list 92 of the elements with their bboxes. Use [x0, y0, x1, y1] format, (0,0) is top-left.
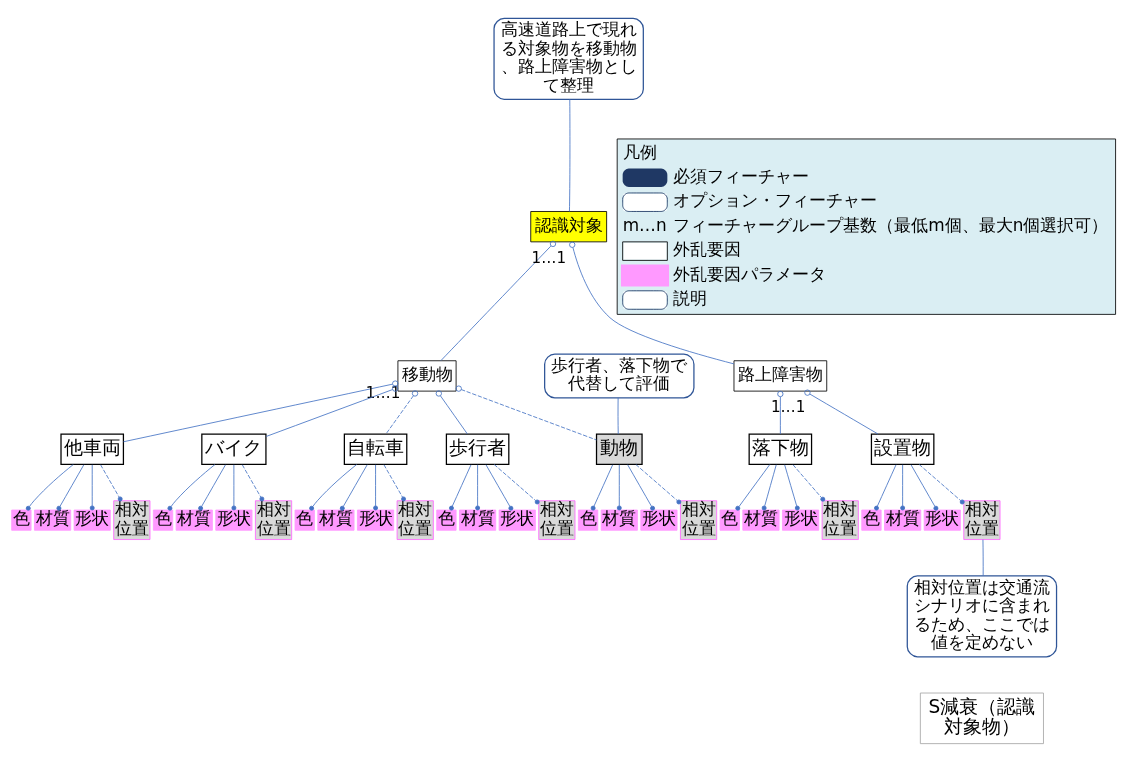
node-box: 材質: [884, 509, 922, 531]
node-box: 相対位置: [821, 499, 859, 540]
node-box: 形状: [73, 509, 111, 531]
node-box: 色: [152, 509, 174, 531]
legend-label: 説明: [673, 287, 708, 308]
node-box: 相対位置は交通流シナリオに含まれるため、ここでは値を定めない: [906, 574, 1058, 657]
node-box: 相対位置: [113, 499, 151, 540]
connector: [982, 538, 984, 576]
node-box: 形状: [357, 509, 395, 531]
label: m…n: [622, 214, 667, 235]
connector: [265, 385, 399, 437]
node-box: 材質: [175, 509, 213, 531]
connector: [56, 463, 85, 511]
node-box: 色: [11, 509, 32, 531]
node-box: 相対位置: [254, 499, 293, 540]
node-box: 色: [577, 509, 599, 531]
node-box: 形状: [498, 509, 536, 531]
connector: [627, 463, 655, 511]
connector: [900, 463, 906, 510]
connector: [784, 463, 800, 510]
connector: [167, 463, 216, 511]
node-box: 形状: [640, 509, 678, 531]
connector: [617, 396, 619, 434]
connector: [89, 463, 95, 510]
node-box: 相対位置: [680, 499, 718, 540]
node-box: バイク: [201, 433, 267, 465]
connector: [616, 463, 622, 510]
edge-label: 1…1: [531, 248, 567, 267]
connector: [440, 240, 557, 361]
node-box: 落下物: [748, 433, 813, 465]
connector: [241, 463, 265, 501]
connector: [455, 385, 597, 440]
connector: [100, 463, 123, 501]
connector: [475, 463, 481, 510]
node-box: 相対位置: [538, 499, 576, 540]
node-box: 動物: [595, 433, 643, 465]
connector: [123, 379, 399, 442]
label: 凡例: [622, 141, 657, 162]
node-box: 色: [436, 509, 457, 531]
node-box: 材質: [34, 509, 72, 531]
connector: [198, 463, 226, 511]
connector: [569, 98, 571, 212]
legend-label: 必須フィーチャー: [673, 165, 810, 186]
node-box: 材質: [459, 509, 497, 531]
connector: [373, 463, 378, 510]
node-box: 材質: [742, 509, 780, 531]
node-box: 材質: [317, 509, 355, 531]
connector: [339, 463, 368, 511]
legend-label: フィーチャーグループ基数（最低m個、最大n個選択可）: [673, 214, 1109, 235]
connector: [231, 463, 237, 510]
node-box: 相対位置: [963, 499, 1001, 540]
connector: [385, 389, 419, 434]
connector: [792, 463, 826, 502]
connector: [309, 463, 358, 511]
node-box: S減衰（認識対象物）: [919, 692, 1044, 744]
connector: [874, 463, 897, 511]
node-box: 認識対象: [530, 210, 608, 242]
node-box: 形状: [923, 509, 961, 531]
node-box: 歩行者: [445, 433, 510, 465]
node-box: 材質: [600, 509, 638, 531]
legend-label: 外乱要因: [673, 238, 742, 259]
connector: [493, 463, 540, 504]
node-box: 形状: [215, 509, 253, 531]
connector: [910, 463, 939, 511]
connector: [635, 463, 682, 504]
node-box: 色: [719, 509, 740, 531]
edge-label: 1…1: [770, 397, 806, 416]
node-box: 相対位置: [396, 499, 434, 540]
node-box: 形状: [782, 509, 820, 531]
legend-label: オプション・フィーチャー: [673, 189, 878, 210]
connector: [569, 241, 735, 364]
connector: [485, 463, 514, 511]
connector: [383, 463, 406, 501]
connector: [735, 463, 771, 511]
connector: [435, 389, 468, 434]
legend-label: 外乱要因パラメータ: [673, 263, 827, 284]
node-box: 色: [861, 509, 882, 531]
node-box: 自転車: [343, 433, 408, 465]
connector: [918, 463, 965, 504]
node-box: 歩行者、落下物で代替して評価: [544, 352, 695, 398]
node-box: 路上障害物: [733, 359, 828, 392]
node-box: 色: [294, 509, 315, 531]
node-box: 高速道路上で現れる対象物を移動物、路上障害物として整理: [493, 17, 644, 100]
node-box: 設置物: [870, 433, 935, 465]
connector: [590, 463, 614, 511]
connector: [777, 390, 784, 434]
connector: [25, 463, 74, 511]
connector: [804, 389, 879, 434]
connector: [449, 463, 472, 511]
connector: [761, 463, 777, 510]
node-box: 移動物: [397, 359, 457, 392]
node-box: 他車両: [60, 433, 125, 465]
